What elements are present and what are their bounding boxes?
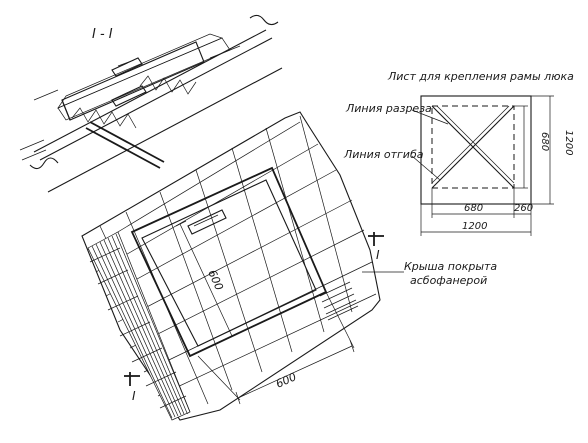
break-line-right [249, 14, 279, 26]
section-label: I - I [92, 27, 113, 42]
corrugated-band [87, 231, 191, 421]
svg-text:I: I [132, 389, 136, 403]
svg-text:I: I [376, 248, 380, 262]
hatch-width-dim: 600 [274, 370, 298, 390]
roof-plan: 600 600 I I Крыша покрыта асбофанерой [81, 111, 497, 421]
dim-overall-width: 1200 [462, 221, 487, 232]
sheet-outer [420, 95, 532, 205]
section-view: I - I [19, 14, 283, 193]
sheet-detail: Лист для крепления рамы люка Линия разре… [343, 70, 574, 236]
hatch-height-dim: 600 [205, 268, 225, 292]
bend-line-label: Линия отгиба [343, 148, 424, 161]
section-mark-left: I [124, 372, 140, 403]
break-line-left [29, 157, 59, 170]
sheet-fold [431, 105, 515, 189]
roof-label-line1: Крыша покрыта [404, 260, 497, 273]
hatch-frame [130, 166, 328, 358]
dim-overall-height: 1200 [563, 130, 574, 155]
section-mark-right: I [368, 232, 384, 262]
dim-inner-width: 680 [464, 203, 483, 214]
lid-handle [187, 209, 227, 235]
sheet-title: Лист для крепления рамы люка [387, 70, 574, 83]
roof-label-line2: асбофанерой [410, 274, 487, 287]
dim-flange: 260 [514, 203, 533, 214]
cut-line-label: Линия разреза [345, 102, 432, 115]
dim-inner-height: 680 [539, 132, 550, 151]
hatch-lid [141, 179, 317, 347]
